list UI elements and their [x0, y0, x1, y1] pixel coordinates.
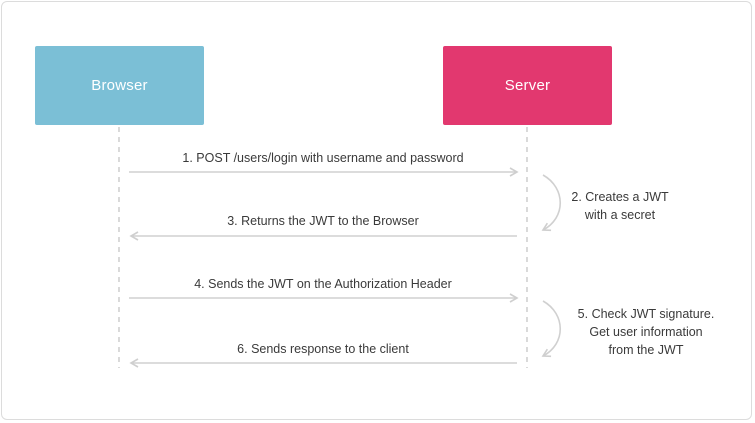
- note-line: Get user information: [589, 325, 703, 339]
- note-line: with a secret: [584, 208, 656, 222]
- note-line: 5. Check JWT signature.: [577, 307, 715, 321]
- message-label-step-4: 4. Sends the JWT on the Authorization He…: [194, 277, 452, 291]
- server-actor-box: Server: [443, 46, 612, 125]
- self-loop-step-5: [541, 300, 562, 358]
- message-label-step-6: 6. Sends response to the client: [237, 342, 409, 356]
- note-line: 2. Creates a JWT: [571, 190, 669, 204]
- server-label: Server: [504, 77, 551, 94]
- message-label-step-1: 1. POST /users/login with username and p…: [182, 151, 464, 165]
- self-note-step-2: 2. Creates a JWT with a secret: [560, 188, 680, 224]
- browser-label: Browser: [91, 77, 148, 94]
- browser-actor-box: Browser: [35, 46, 204, 125]
- self-note-step-5: 5. Check JWT signature. Get user informa…: [566, 305, 726, 359]
- message-label-step-3: 3. Returns the JWT to the Browser: [227, 214, 419, 228]
- self-loop-step-2: [541, 174, 562, 232]
- note-line: from the JWT: [608, 343, 684, 357]
